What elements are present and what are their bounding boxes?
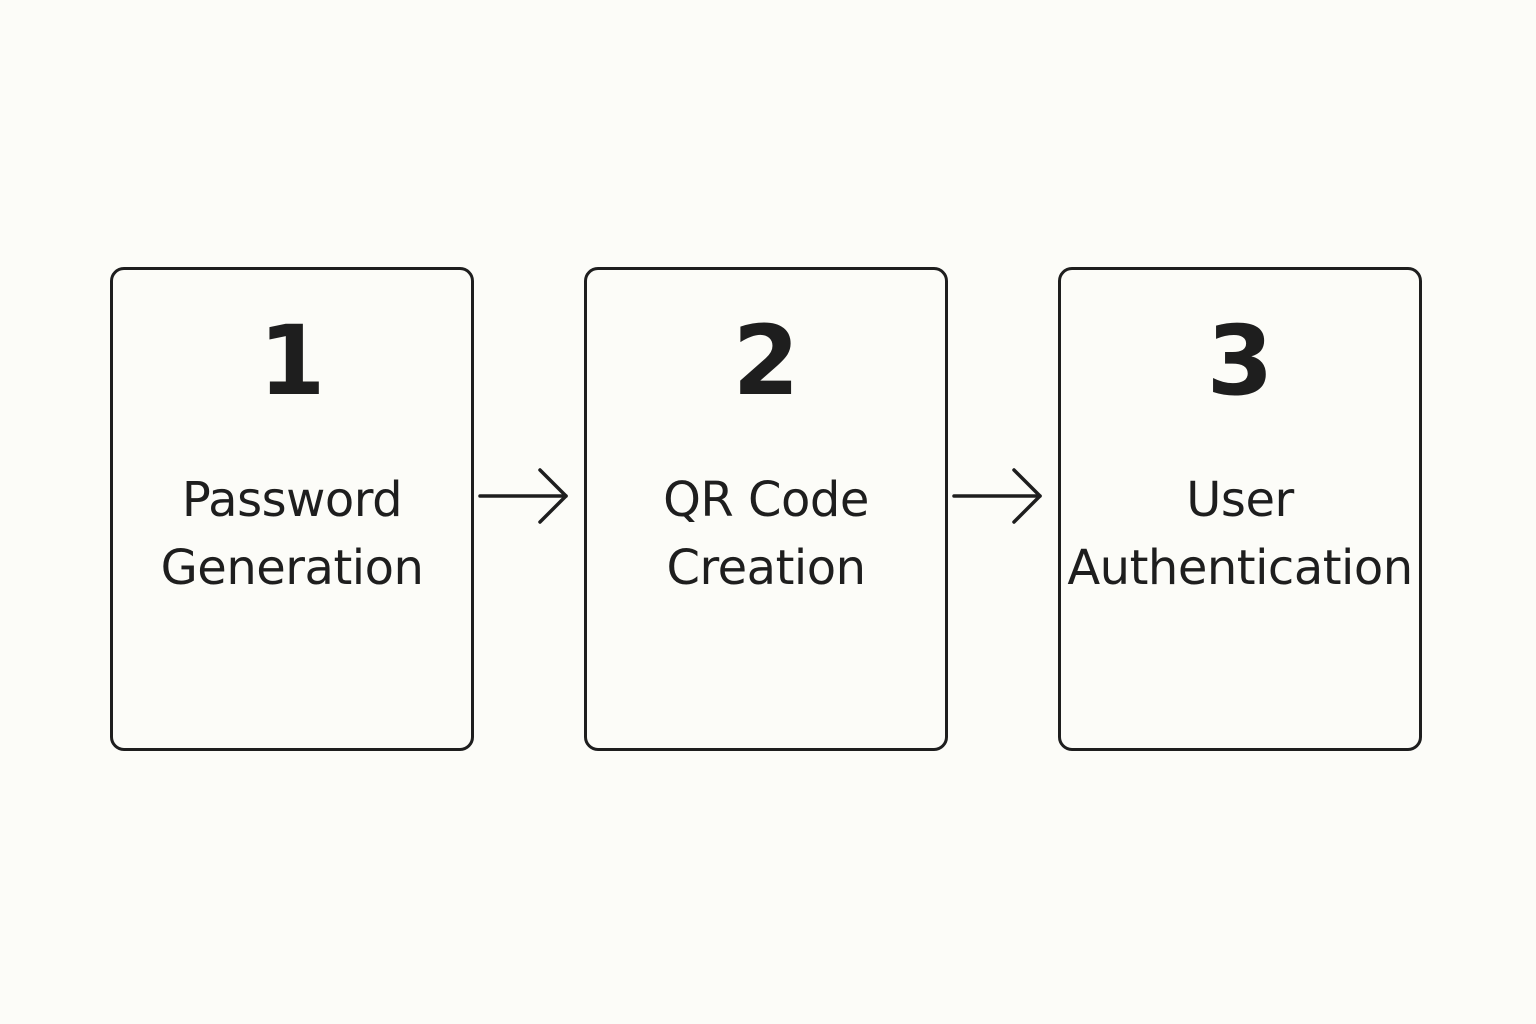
step-label-line-2: Creation [666,540,866,596]
step-box-qr-code-creation: 2 QR Code Creation [584,267,948,751]
step-label: User Authentication [1061,466,1419,602]
step-label-line-2: Generation [160,540,424,596]
step-label: QR Code Creation [587,466,945,602]
arrow-right-icon [478,468,568,524]
arrow-right-icon [952,468,1042,524]
step-number: 1 [258,305,326,417]
step-label-line-2: Authentication [1067,540,1413,596]
step-number: 3 [1206,305,1274,417]
step-label-line-1: QR Code [663,472,869,528]
step-label-line-1: User [1186,472,1294,528]
step-number: 2 [732,305,800,417]
step-label-line-1: Password [181,472,403,528]
step-box-user-authentication: 3 User Authentication [1058,267,1422,751]
step-box-password-generation: 1 Password Generation [110,267,474,751]
step-label: Password Generation [113,466,471,602]
